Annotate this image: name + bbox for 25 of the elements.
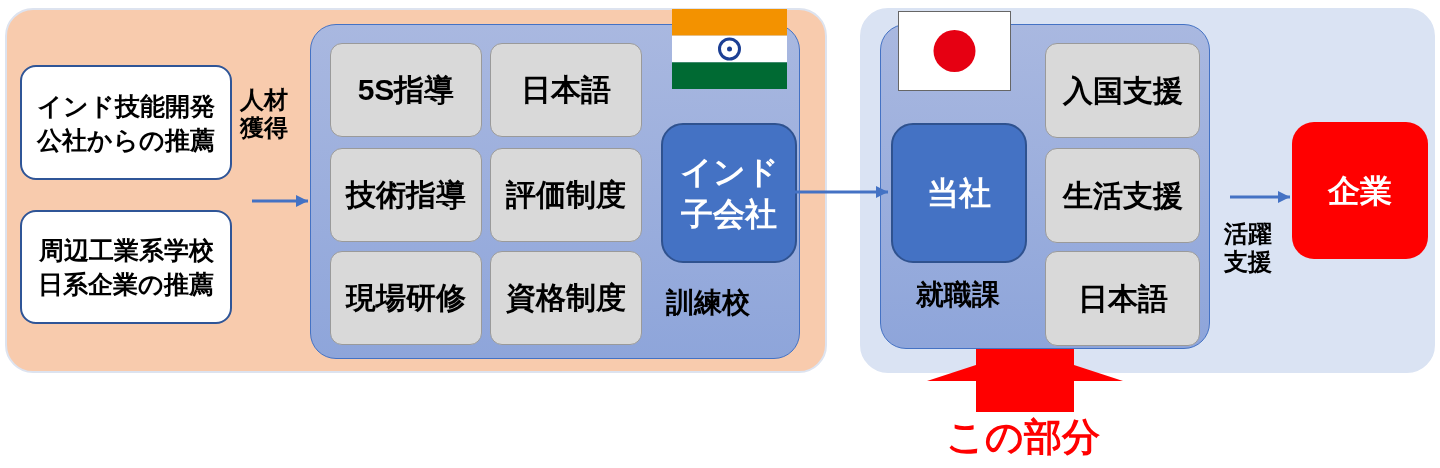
company-box: 企業	[1292, 122, 1428, 259]
region-panel	[5, 8, 827, 373]
block-arrow	[927, 349, 1123, 412]
arrow	[794, 186, 888, 198]
item-box: 日本語	[1045, 251, 1200, 346]
item-box: 技術指導	[330, 148, 482, 242]
company-box: 当社	[891, 123, 1027, 263]
group-label: 就職課	[915, 278, 1001, 312]
arrow	[252, 195, 308, 207]
group-label: 訓練校	[665, 286, 751, 320]
department-box	[880, 24, 1210, 349]
school-box	[310, 24, 800, 359]
arrow	[1230, 191, 1290, 203]
item-box: 評価制度	[490, 148, 642, 242]
item-box: 資格制度	[490, 251, 642, 345]
region-panel	[860, 8, 1435, 373]
source-box: インド技能開発公社からの推薦	[20, 65, 232, 180]
item-box: 入国支援	[1045, 43, 1200, 138]
company-box: インド子会社	[661, 123, 797, 263]
item-box: 現場研修	[330, 251, 482, 345]
item-box: 日本語	[490, 43, 642, 137]
source-box: 周辺工業系学校日系企業の推薦	[20, 210, 232, 324]
callout-text: この部分	[925, 412, 1120, 462]
item-box: 5S指導	[330, 43, 482, 137]
item-box: 生活支援	[1045, 148, 1200, 243]
